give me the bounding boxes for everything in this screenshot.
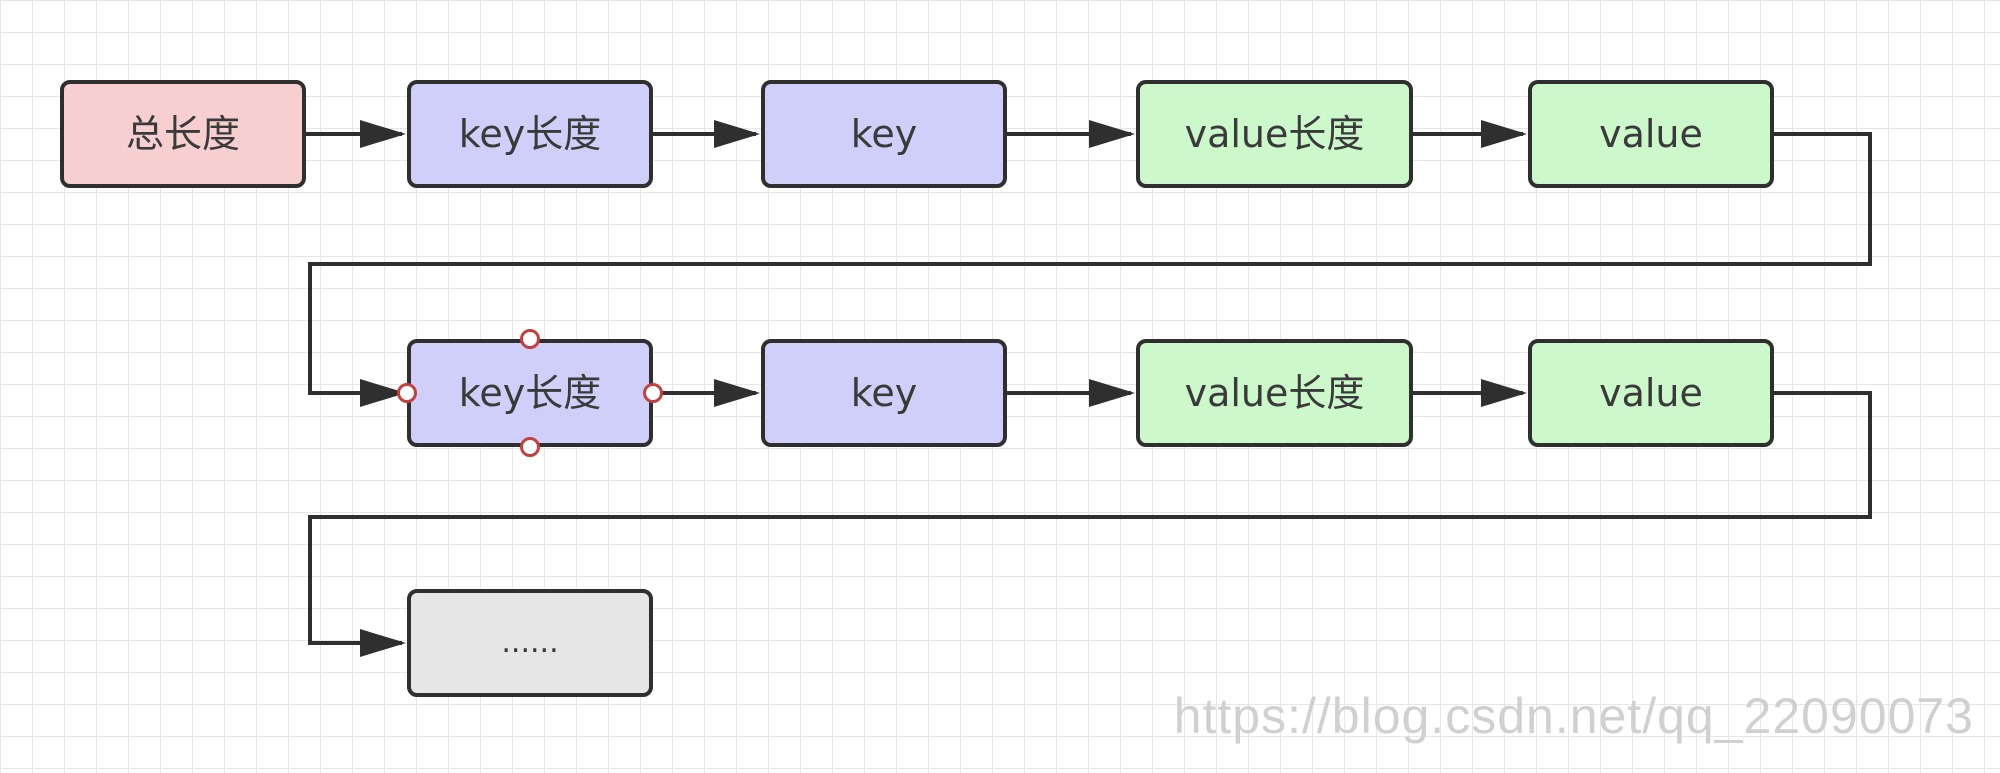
arrowhead-icon <box>714 379 760 407</box>
arrowhead-icon <box>1481 120 1527 148</box>
total-length-node[interactable]: 总长度 <box>60 80 306 188</box>
watermark-text: https://blog.csdn.net/qq_22090073 <box>1173 688 1974 744</box>
connector-wrap-row2-to-row3 <box>308 391 1872 645</box>
value-node[interactable]: value <box>1528 339 1774 447</box>
arrowhead-icon <box>360 629 406 657</box>
key-node[interactable]: key <box>761 339 1007 447</box>
value-length-node[interactable]: value长度 <box>1136 339 1413 447</box>
selection-handle-left[interactable] <box>397 383 417 403</box>
ellipsis-node[interactable]: ...... <box>407 589 653 697</box>
arrowhead-icon <box>1089 120 1135 148</box>
arrowhead-icon <box>360 120 406 148</box>
key-node[interactable]: key <box>761 80 1007 188</box>
arrowhead-icon <box>1089 379 1135 407</box>
value-length-node[interactable]: value长度 <box>1136 80 1413 188</box>
arrowhead-icon <box>714 120 760 148</box>
key-length-node-selected[interactable]: key长度 <box>407 339 653 447</box>
selection-handle-right[interactable] <box>643 383 663 403</box>
arrowhead-icon <box>360 379 406 407</box>
connector-wrap-row1-to-row2 <box>308 132 1872 395</box>
selection-handle-bottom[interactable] <box>520 437 540 457</box>
key-length-node[interactable]: key长度 <box>407 80 653 188</box>
arrowhead-icon <box>1481 379 1527 407</box>
selection-handle-top[interactable] <box>520 329 540 349</box>
value-node[interactable]: value <box>1528 80 1774 188</box>
